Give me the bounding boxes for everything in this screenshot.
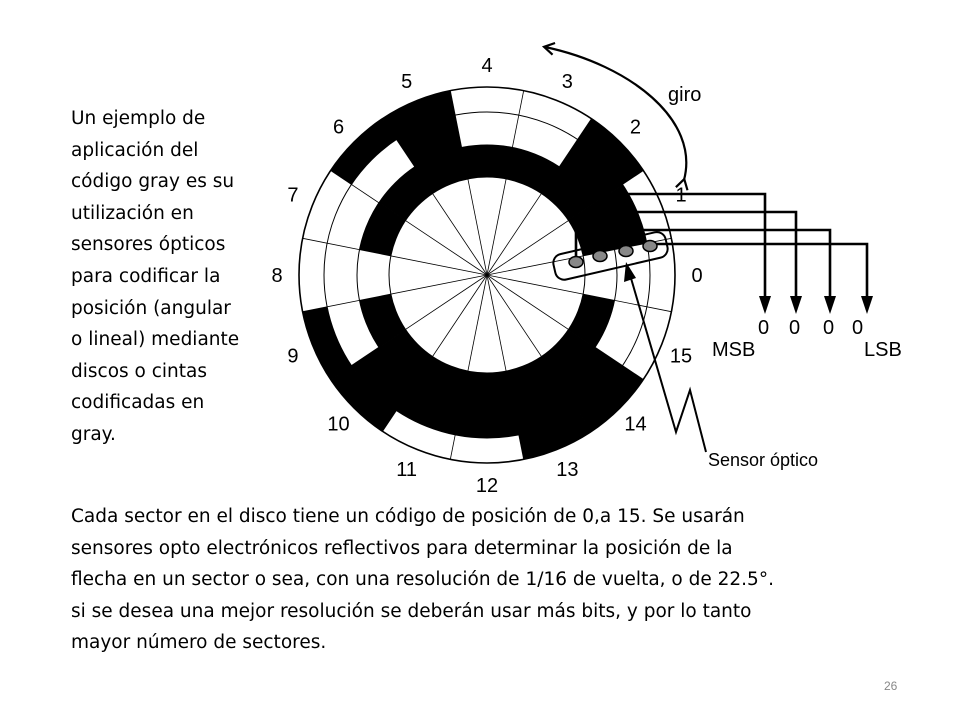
sector-boundary [330, 170, 488, 276]
ring-border [323, 111, 651, 439]
ring-border [298, 86, 676, 464]
sector-boundary [449, 90, 488, 276]
intro-line: o lineal) mediante [71, 329, 240, 351]
code-segment [378, 166, 433, 221]
sector-label: 4 [481, 55, 492, 77]
sector-boundary [486, 274, 672, 313]
code-segment [595, 184, 647, 250]
lsb-label: LSB [864, 339, 902, 361]
disk-rings [302, 90, 647, 460]
intro-line: codificadas en [71, 392, 205, 414]
sector-label: 15 [670, 345, 692, 367]
output-bit: 0 [852, 317, 863, 339]
output-bit: 0 [823, 317, 834, 339]
intro-line: Un ejemplo de [71, 108, 206, 129]
code-segment [330, 365, 397, 432]
code-segment [461, 145, 513, 179]
code-segment [577, 365, 644, 432]
intro-text: Un ejemplo de aplicación del código gray… [71, 103, 276, 451]
intro-line: discos o cintas [71, 360, 207, 382]
intro-line: utilización en [71, 202, 194, 224]
description-line: Cada sector en el disco tiene un código … [71, 506, 745, 527]
sector-label: 3 [562, 71, 573, 93]
ring-border [356, 144, 618, 406]
sensor-pointer-arrowhead [624, 262, 636, 282]
sensor-label: Sensor óptico [708, 450, 818, 470]
sector-label: 11 [396, 459, 417, 481]
sector-label: 6 [333, 117, 344, 139]
intro-line: aplicación del [71, 139, 199, 161]
msb-label: MSB [712, 339, 755, 361]
sector-label: 7 [287, 185, 298, 207]
intro-line: para codificar la [71, 265, 221, 287]
sector-label: 14 [624, 413, 646, 435]
sector-boundary [486, 90, 525, 276]
output-arrowheads [759, 296, 873, 314]
sensor-elements [568, 239, 658, 269]
code-segment [351, 347, 415, 411]
output-bit: 0 [758, 317, 769, 339]
intro-line: gray. [71, 423, 116, 445]
sector-boundary [486, 274, 592, 432]
sector-label: 5 [401, 71, 412, 93]
description-line: si se desea una mejor resolución se debe… [71, 600, 752, 622]
code-segment [378, 329, 433, 384]
code-segment [455, 402, 519, 438]
sector-label: 1 [675, 185, 686, 207]
description-text: Cada sector en el disco tiene un código … [71, 501, 931, 659]
sector-label: 13 [556, 459, 578, 481]
sector-boundary [449, 274, 488, 460]
sector-label: 9 [287, 345, 298, 367]
sensor-pointer [627, 267, 707, 453]
code-segment [382, 90, 456, 140]
sector-label: 12 [476, 475, 498, 497]
sector-boundary [486, 274, 525, 460]
sector-boundary [302, 237, 488, 276]
sensor-housing [552, 231, 669, 281]
description-line: sensores opto electrónicos reflectivos p… [71, 537, 733, 559]
code-segment [559, 347, 623, 411]
code-segment [302, 306, 352, 380]
page-number: 26 [884, 679, 898, 693]
sector-label: 10 [327, 413, 349, 435]
sector-boundary [382, 274, 488, 432]
rotation-label: giro [668, 84, 701, 106]
sector-boundary [486, 274, 644, 380]
code-segment [461, 371, 513, 405]
sector-label: 8 [271, 265, 282, 287]
output-bit: 0 [789, 317, 800, 339]
disk-sector-lines [302, 90, 672, 460]
description-line: flecha en un sector o sea, con una resol… [71, 569, 774, 591]
code-segment [330, 118, 397, 185]
intro-line: código gray es su [71, 171, 235, 193]
sector-label: 0 [691, 265, 702, 287]
sector-boundary [302, 274, 488, 313]
intro-line: posición (angular [71, 297, 231, 319]
code-segment [396, 383, 462, 435]
rotation-arrow [541, 41, 689, 191]
code-segment [512, 383, 578, 435]
code-segment [396, 115, 462, 167]
code-segment [518, 410, 592, 460]
description-line: mayor número de sectores. [71, 632, 327, 654]
code-segment [541, 329, 596, 384]
sector-boundary [382, 118, 488, 276]
sector-label: 2 [630, 117, 641, 139]
intro-line: sensores ópticos [71, 234, 226, 256]
sensor-wires [574, 192, 869, 310]
sector-boundary [330, 274, 488, 380]
